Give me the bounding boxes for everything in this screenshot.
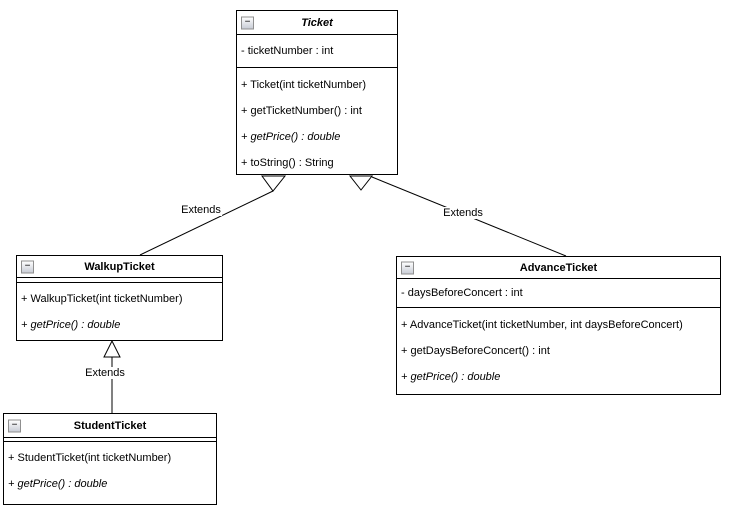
class-title: WalkupTicket <box>84 260 155 273</box>
method-row: + getDaysBeforeConcert() : int <box>401 345 550 357</box>
collapse-minus-icon[interactable]: − <box>401 261 414 274</box>
methods-section: + WalkupTicket(int ticketNumber) + getPr… <box>17 283 222 340</box>
methods-section: + Ticket(int ticketNumber) + getTicketNu… <box>237 68 397 174</box>
method-row-abstract: + getPrice() : double <box>21 319 121 331</box>
collapse-minus-icon[interactable]: − <box>8 419 21 432</box>
method-row: + getTicketNumber() : int <box>241 105 362 117</box>
class-header-walkupticket: − WalkupTicket <box>17 256 222 278</box>
class-title: AdvanceTicket <box>519 261 598 274</box>
hollow-triangle-arrowhead <box>261 175 287 192</box>
method-row: + AdvanceTicket(int ticketNumber, int da… <box>401 319 683 331</box>
attributes-section-empty <box>4 438 216 442</box>
attributes-section: - ticketNumber : int <box>237 35 397 68</box>
edge-label-extends-advance: Extends <box>442 207 484 219</box>
methods-section: + StudentTicket(int ticketNumber) + getP… <box>4 442 216 504</box>
method-row: + Ticket(int ticketNumber) <box>241 79 367 91</box>
methods-section: + AdvanceTicket(int ticketNumber, int da… <box>397 308 720 394</box>
hollow-triangle-arrowhead <box>103 339 121 358</box>
generalization-walkup-to-ticket[interactable] <box>139 175 287 256</box>
method-row-abstract: + getPrice() : double <box>241 131 341 143</box>
method-row: + toString() : String <box>241 157 334 169</box>
generalization-student-to-walkup[interactable] <box>103 339 121 413</box>
class-box-walkupticket[interactable]: − WalkupTicket + WalkupTicket(int ticket… <box>16 255 223 341</box>
hollow-triangle-arrowhead <box>348 175 374 191</box>
class-box-ticket[interactable]: − Ticket - ticketNumber : int + Ticket(i… <box>236 10 398 175</box>
method-row-abstract: + getPrice() : double <box>401 371 501 383</box>
method-row: + WalkupTicket(int ticketNumber) <box>21 293 183 305</box>
attributes-section-empty <box>17 278 222 283</box>
class-title: Ticket <box>301 16 333 29</box>
attributes-section: - daysBeforeConcert : int <box>397 279 720 308</box>
class-box-studentticket[interactable]: − StudentTicket + StudentTicket(int tick… <box>3 413 217 505</box>
collapse-minus-icon[interactable]: − <box>21 260 34 273</box>
method-row: + StudentTicket(int ticketNumber) <box>8 452 172 464</box>
class-header-studentticket: − StudentTicket <box>4 414 216 438</box>
class-header-ticket: − Ticket <box>237 11 397 35</box>
edge-label-extends-walkup: Extends <box>180 204 222 216</box>
edge-label-extends-student: Extends <box>84 367 126 379</box>
class-title: StudentTicket <box>73 419 147 432</box>
class-header-advanceticket: − AdvanceTicket <box>397 257 720 279</box>
class-box-advanceticket[interactable]: − AdvanceTicket - daysBeforeConcert : in… <box>396 256 721 395</box>
attribute-row: - ticketNumber : int <box>241 45 334 57</box>
attribute-row: - daysBeforeConcert : int <box>401 287 523 299</box>
method-row-abstract: + getPrice() : double <box>8 478 108 490</box>
collapse-minus-icon[interactable]: − <box>241 16 254 29</box>
